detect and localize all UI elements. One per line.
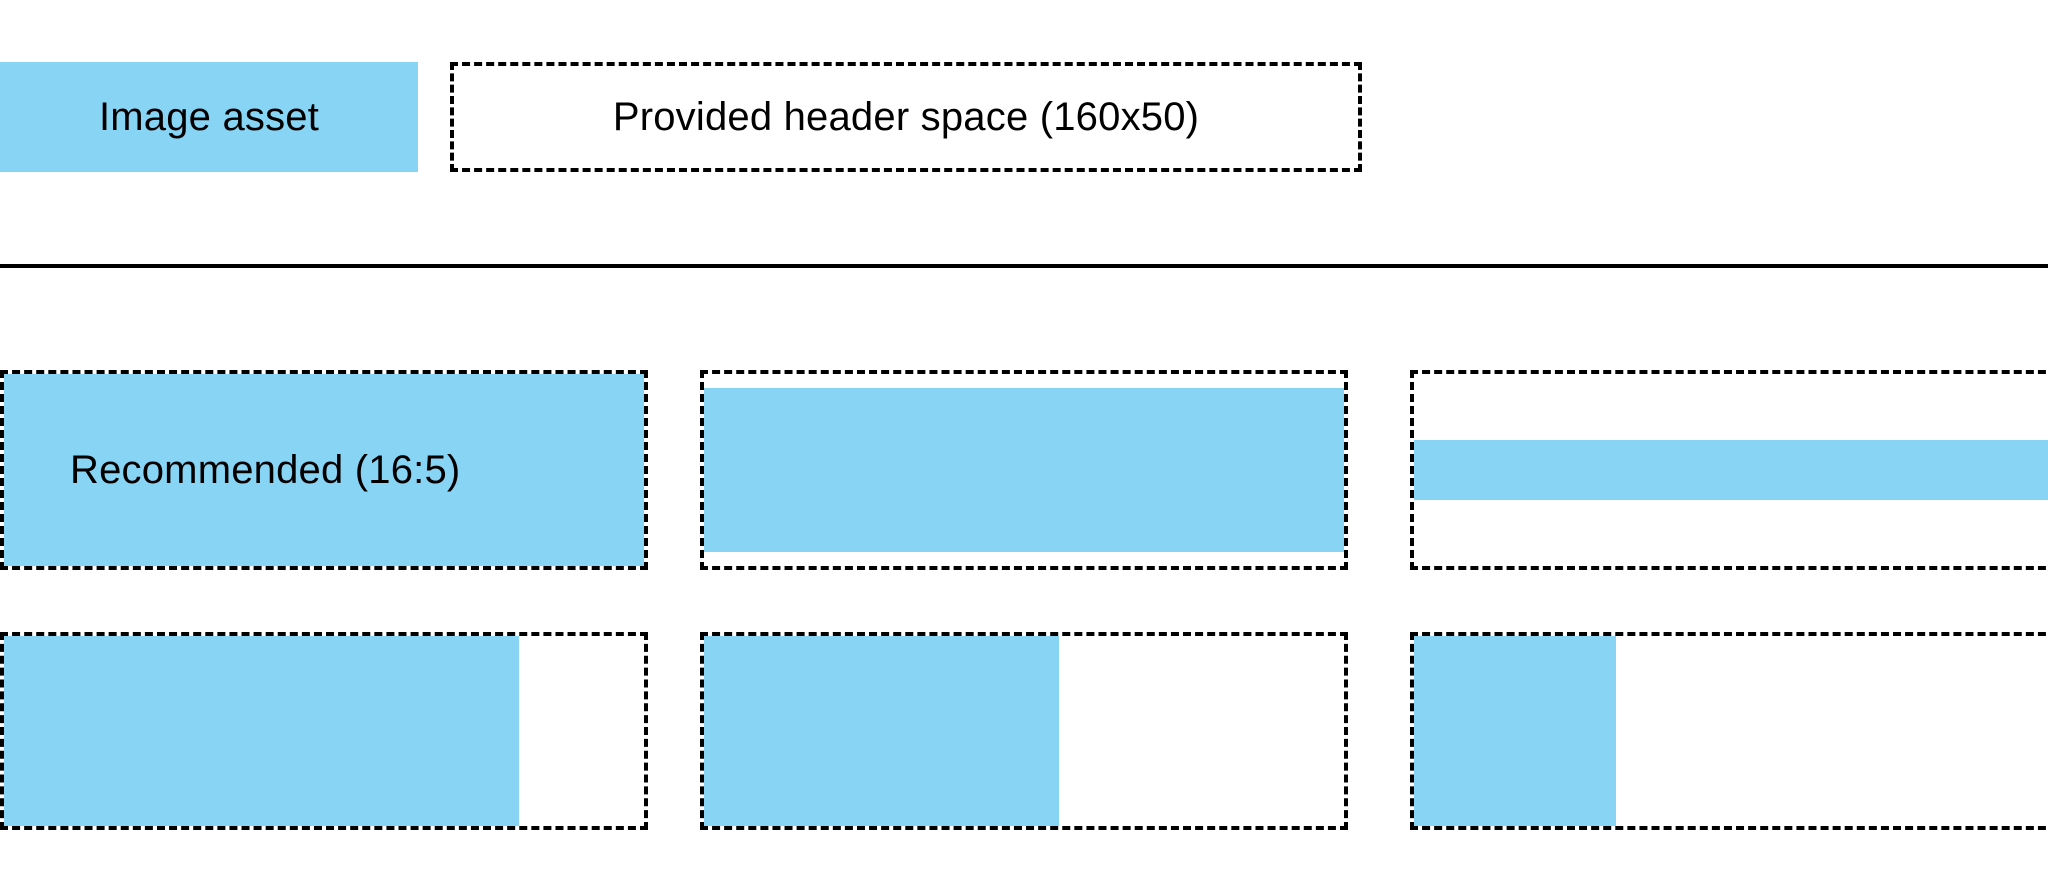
image-fill-region <box>704 636 1060 826</box>
section-divider <box>0 264 2048 268</box>
image-fill-region <box>1414 636 1616 826</box>
sample-cell-medium-partial-fill <box>700 632 1348 830</box>
image-fill-region <box>4 636 520 826</box>
legend-provided-header-space-label: Provided header space (160x50) <box>612 95 1200 139</box>
legend: Image asset Provided header space (160x5… <box>0 62 1362 172</box>
recommended-ratio-label: Recommended (16:5) <box>70 448 461 492</box>
image-fill-region <box>4 374 644 566</box>
sample-cell-short-strip-fill <box>1410 370 2048 570</box>
legend-image-asset-label: Image asset <box>98 95 320 139</box>
image-fill-region <box>1414 440 2048 500</box>
sample-cell-wide-fill <box>700 370 1348 570</box>
image-fill-region <box>704 388 1344 552</box>
sample-cell-recommended-ratio: Recommended (16:5) <box>0 370 648 570</box>
sample-row-2 <box>0 632 2048 830</box>
legend-image-asset-swatch: Image asset <box>0 62 418 172</box>
sample-cell-wide-partial-fill <box>0 632 648 830</box>
sample-row-1: Recommended (16:5) <box>0 370 2048 570</box>
sample-cell-narrow-partial-fill <box>1410 632 2048 830</box>
legend-provided-header-space-box: Provided header space (160x50) <box>450 62 1362 172</box>
